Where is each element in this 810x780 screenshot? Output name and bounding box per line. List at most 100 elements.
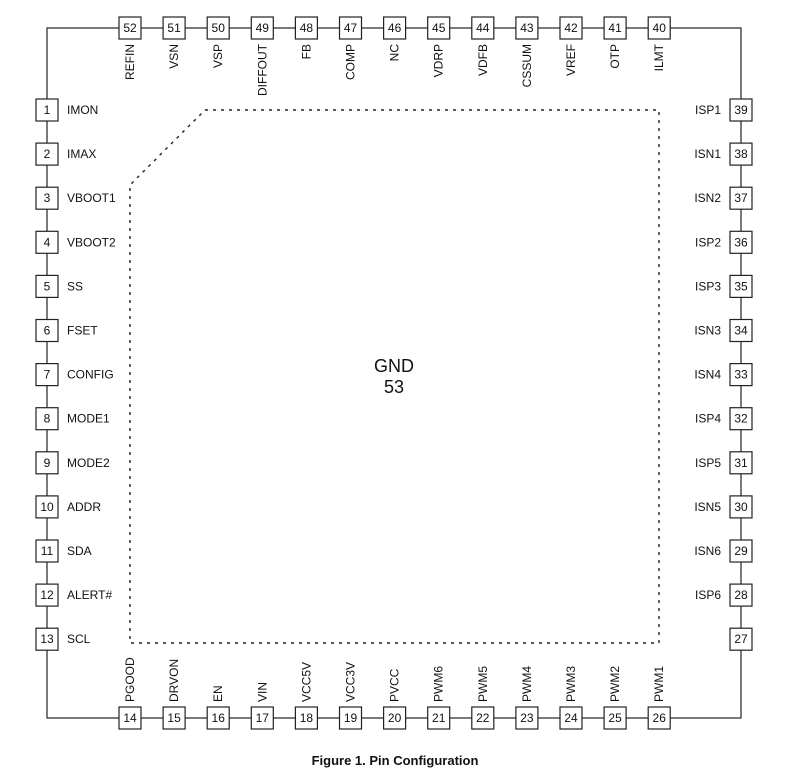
pin-43-name: CSSUM: [520, 44, 534, 87]
pin-26-number: 26: [653, 711, 667, 725]
pin-22-number: 22: [476, 711, 490, 725]
pin-30-number: 30: [734, 500, 748, 514]
pin-7-number: 7: [44, 368, 51, 382]
pin-5-box: [35, 274, 59, 298]
pin-30-box: [729, 495, 753, 519]
pin-47-name: COMP: [344, 44, 358, 80]
pin-1-name: IMON: [67, 103, 98, 117]
pin-37-box: [729, 186, 753, 210]
pin-36-number: 36: [734, 235, 748, 249]
pin-50-number: 50: [212, 21, 226, 35]
pin-9-name: MODE2: [67, 456, 110, 470]
pin-29-number: 29: [734, 544, 748, 558]
pin-14-number: 14: [123, 711, 137, 725]
pin-51-name: VSN: [167, 44, 181, 69]
pin-38-box: [729, 142, 753, 166]
pin-41-name: OTP: [608, 44, 622, 69]
pin-1-box: [35, 98, 59, 122]
pin-19-number: 19: [344, 711, 358, 725]
pin-8-box: [35, 407, 59, 431]
pin-17-number: 17: [256, 711, 270, 725]
pin-42-box: [559, 16, 583, 40]
pin-44-name: VDFB: [476, 44, 490, 76]
pin-49-number: 49: [256, 21, 270, 35]
pin-52-number: 52: [123, 21, 137, 35]
pin-52-box: [118, 16, 142, 40]
pin-51-number: 51: [167, 21, 181, 35]
figure-caption: Figure 1. Pin Configuration: [311, 753, 479, 768]
pin-21-box: [427, 706, 451, 730]
exposed-pad-number: 53: [384, 377, 404, 397]
pin-25-name: PWM2: [608, 666, 622, 702]
pin-3-name: VBOOT1: [67, 191, 116, 205]
pin-36-name: ISP2: [695, 235, 721, 249]
pin-46-number: 46: [388, 21, 402, 35]
pin-31-name: ISP5: [695, 456, 721, 470]
pin-46-name: NC: [388, 44, 402, 62]
exposed-pad-outline: [129, 109, 660, 644]
pin-10-number: 10: [40, 500, 54, 514]
pin-32-number: 32: [734, 412, 748, 426]
pin-5-name: SS: [67, 279, 83, 293]
pin-6-number: 6: [44, 324, 51, 338]
pin-50-box: [206, 16, 230, 40]
pin-14-box: [118, 706, 142, 730]
pin-44-number: 44: [476, 21, 490, 35]
pin-37-number: 37: [734, 191, 748, 205]
pin-26-box: [647, 706, 671, 730]
pin-28-number: 28: [734, 588, 748, 602]
pin-7-name: CONFIG: [67, 368, 114, 382]
pin-12-box: [35, 583, 59, 607]
pin-34-name: ISN3: [694, 324, 721, 338]
pin-44-box: [471, 16, 495, 40]
pin-13-number: 13: [40, 632, 54, 646]
pin-8-name: MODE1: [67, 412, 110, 426]
pin-22-box: [471, 706, 495, 730]
pin-52-name: REFIN: [123, 44, 137, 80]
pin-31-number: 31: [734, 456, 748, 470]
pin-37-name: ISN2: [694, 191, 721, 205]
pin-16-box: [206, 706, 230, 730]
pin-33-name: ISN4: [694, 368, 721, 382]
pin-16-number: 16: [212, 711, 226, 725]
pin-9-number: 9: [44, 456, 51, 470]
pin-42-number: 42: [564, 21, 578, 35]
pin-34-box: [729, 318, 753, 343]
pin-18-name: VCC5V: [299, 662, 313, 702]
pin-35-number: 35: [734, 279, 748, 293]
pin-12-name: ALERT#: [67, 588, 112, 602]
pin-48-name: FB: [299, 44, 313, 59]
pin-25-number: 25: [608, 711, 622, 725]
pin-2-box: [35, 142, 59, 166]
pin-1-number: 1: [44, 103, 51, 117]
pin-41-box: [603, 16, 627, 40]
pin-25-box: [603, 706, 627, 730]
pin-6-box: [35, 318, 59, 343]
pin-5-number: 5: [44, 279, 51, 293]
pin-4-box: [35, 230, 59, 254]
pin-39-box: [729, 98, 753, 122]
pin-40-number: 40: [653, 21, 667, 35]
pin-10-name: ADDR: [67, 500, 101, 514]
pin-27-number: 27: [734, 632, 748, 646]
pin-20-name: PVCC: [388, 668, 402, 702]
pin-35-box: [729, 274, 753, 298]
pin-29-name: ISN6: [694, 544, 721, 558]
pin-13-name: SCL: [67, 632, 91, 646]
pin-51-box: [162, 16, 186, 40]
pin-24-box: [559, 706, 583, 730]
pin-38-name: ISN1: [694, 147, 721, 161]
pin-32-name: ISP4: [695, 412, 721, 426]
pin-14-name: PGOOD: [123, 657, 137, 702]
pin-36-box: [729, 230, 753, 254]
pin-21-name: PWM6: [432, 666, 446, 702]
pin-7-box: [35, 363, 59, 387]
pin-28-box: [729, 583, 753, 607]
pin-42-name: VREF: [564, 44, 578, 76]
pin-20-box: [383, 706, 407, 730]
pin-11-box: [35, 539, 59, 563]
pin-3-box: [35, 186, 59, 210]
pin-9-box: [35, 451, 59, 475]
